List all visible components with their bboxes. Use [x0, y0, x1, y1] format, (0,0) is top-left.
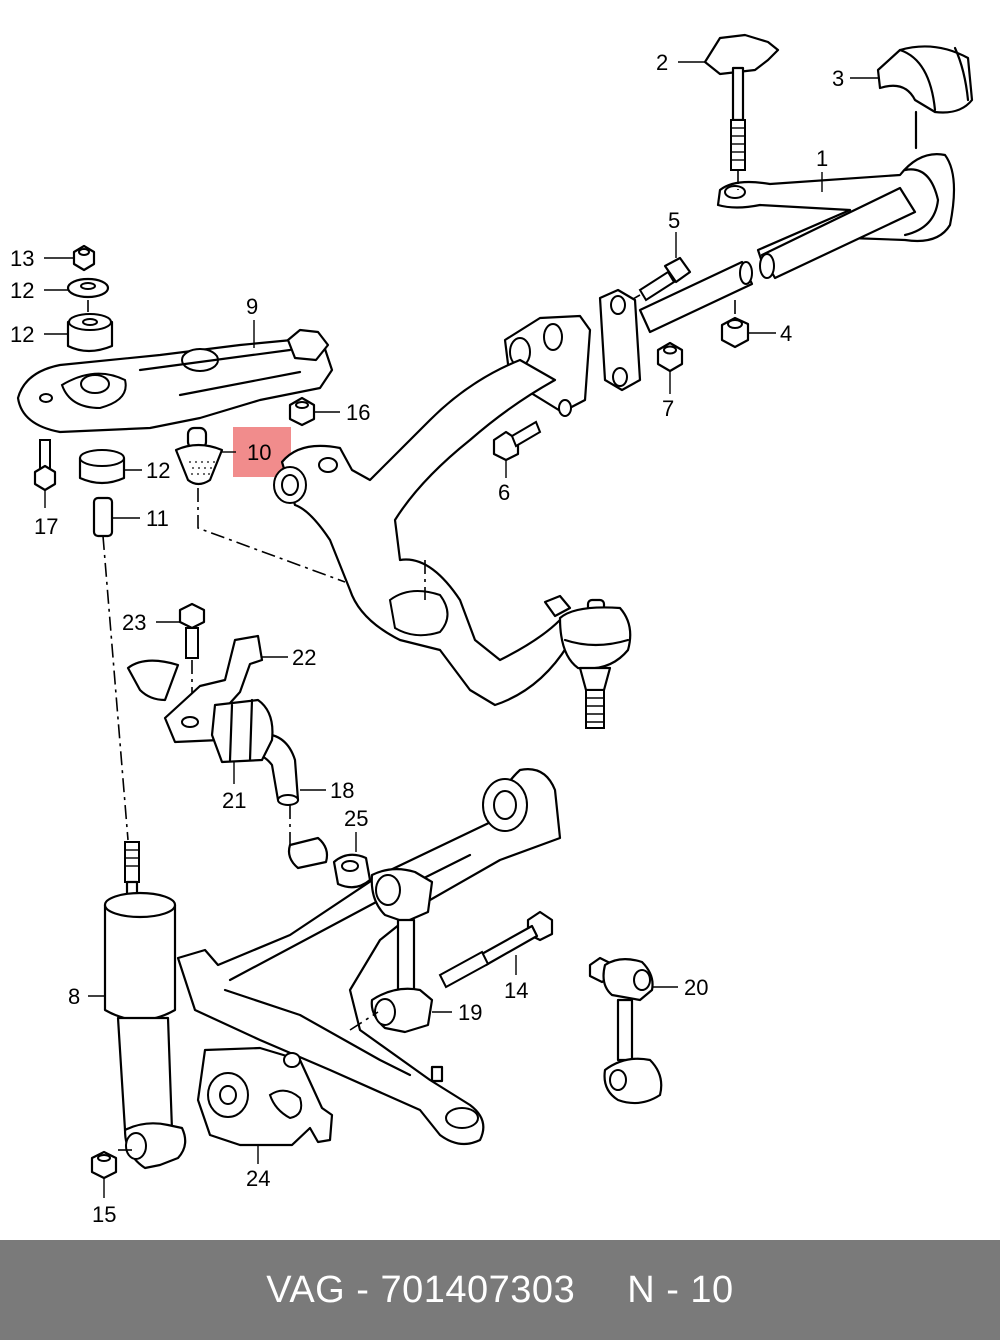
part-14-nut — [72, 244, 96, 272]
part-23-bolt — [178, 602, 206, 659]
callout-17: 16 — [346, 400, 370, 425]
part-15-bolt — [438, 910, 554, 989]
leader-lines — [44, 61, 878, 1198]
callout-5: 5 — [668, 208, 680, 233]
part-12-lower-bushing — [78, 449, 126, 485]
callout-23: 23 — [122, 610, 146, 635]
callout-12-upper: 12 — [10, 322, 34, 347]
ball-joint — [543, 594, 632, 729]
callout-13: 12 — [10, 278, 34, 303]
part-20a-stabilizer-link — [588, 956, 663, 1105]
part-2-bolt-clip — [703, 33, 780, 190]
callout-15: 14 — [504, 978, 528, 1003]
part-22-clamp — [163, 634, 264, 744]
callout-7: 7 — [662, 396, 674, 421]
callout-16: 15 — [92, 1202, 116, 1227]
callout-12-lower: 12 — [146, 458, 170, 483]
part-8-shock-absorber — [103, 841, 187, 1170]
subframe-bracket — [503, 288, 642, 417]
callout-21: 21 — [222, 788, 246, 813]
part-17-nut — [288, 396, 316, 427]
part-number-text: VAG - 701407303 — [266, 1268, 576, 1311]
callout-24: 24 — [246, 1166, 270, 1191]
callout-20: 19 — [458, 1000, 482, 1025]
part-number-footer: VAG - 701407303 N - 10 — [0, 1240, 1000, 1340]
part-18-bolt — [33, 439, 57, 492]
callout-19: 18 — [330, 778, 354, 803]
callout-2: 2 — [656, 50, 668, 75]
part-24-bracket-plate — [196, 1046, 334, 1147]
callout-4: 4 — [780, 321, 792, 346]
part-13-washer — [66, 277, 110, 299]
part-11-sleeve — [92, 496, 114, 538]
part-9-strut-plate — [16, 328, 334, 434]
callout-6: 6 — [498, 480, 510, 505]
part-7-nut — [656, 341, 684, 373]
callout-22: 22 — [292, 645, 316, 670]
part-4-nut — [720, 300, 750, 349]
stabilizer-bar — [638, 186, 917, 334]
part-1-stabilizer-mount — [716, 153, 956, 264]
part-25-bush — [287, 836, 372, 889]
callout-25: 25 — [344, 806, 368, 831]
callout-8: 8 — [68, 984, 80, 1009]
part-12-upper-bushing — [66, 313, 114, 353]
callout-11: 11 — [146, 506, 169, 531]
callout-1: 1 — [816, 146, 828, 171]
callout-18: 17 — [34, 514, 58, 539]
part-21-bushing — [210, 698, 274, 764]
upper-control-arm — [273, 358, 570, 707]
callout-10: 10 — [247, 440, 271, 465]
callout-labels: 2 3 1 5 4 7 6 9 10 13 12 12 16 12 11 17 … — [10, 50, 844, 1227]
suspension-exploded-diagram: 2 3 1 5 4 7 6 9 10 13 12 12 16 12 11 17 … — [10, 33, 974, 1227]
part-10-bump-stop — [174, 426, 224, 486]
position-text: N - 10 — [627, 1268, 734, 1311]
callout-9: 9 — [246, 294, 258, 319]
callout-20A: 20 — [684, 975, 708, 1000]
callout-14: 13 — [10, 246, 34, 271]
part-3-bearing-shell — [876, 45, 974, 150]
part-6-bolt — [492, 420, 542, 462]
part-16-nut — [90, 1150, 118, 1180]
callout-3: 3 — [832, 66, 844, 91]
part-20-drop-link — [370, 868, 434, 1034]
